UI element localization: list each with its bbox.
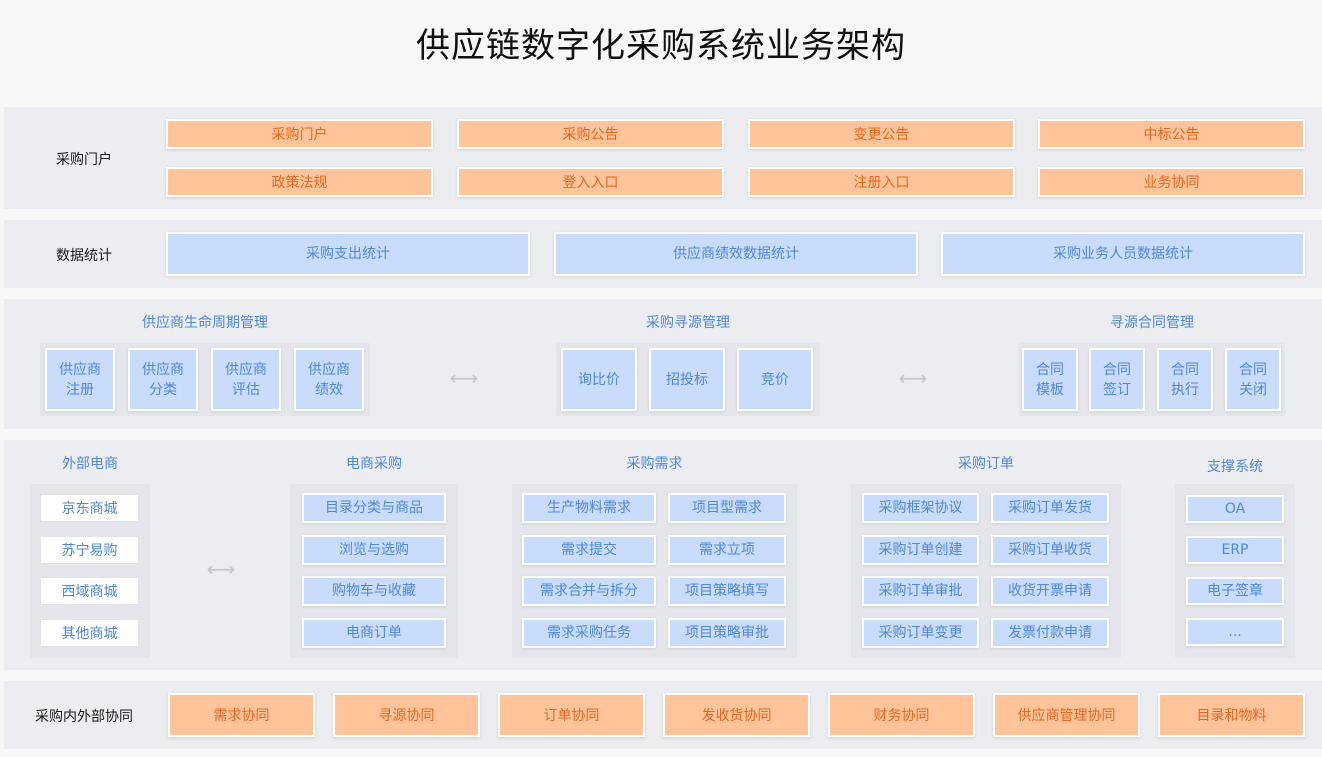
- contract-title: 寻源合同管理: [1110, 315, 1194, 331]
- order-item[interactable]: 采购订单收货: [991, 535, 1109, 565]
- supplier-item[interactable]: 供应商 绩效: [294, 348, 364, 411]
- portal-button[interactable]: 政策法规: [166, 167, 433, 197]
- demand-item[interactable]: 需求立项: [668, 535, 786, 565]
- ecommerce-item[interactable]: 目录分类与商品: [302, 493, 446, 523]
- order-item[interactable]: 采购订单变更: [862, 618, 979, 648]
- demand-title: 采购需求: [626, 456, 683, 472]
- order-item[interactable]: 采购框架协议: [862, 493, 979, 523]
- support-item[interactable]: 电子签章: [1186, 577, 1284, 605]
- ecommerce-item[interactable]: 购物车与收藏: [302, 576, 446, 606]
- demand-item[interactable]: 项目型需求: [668, 493, 786, 523]
- external-mall-item[interactable]: 苏宁易购: [40, 536, 139, 564]
- double-arrow-icon: ⟷: [898, 366, 928, 390]
- external-mall-item[interactable]: 西域商城: [40, 577, 139, 605]
- support-item[interactable]: OA: [1186, 495, 1284, 523]
- collab-item[interactable]: 供应商管理协同: [993, 693, 1140, 737]
- sourcing-item[interactable]: 招投标: [649, 348, 725, 411]
- portal-label: 采购门户: [56, 152, 112, 168]
- demand-item[interactable]: 项目策略审批: [668, 618, 786, 648]
- external-ecommerce-title: 外部电商: [62, 456, 118, 472]
- demand-item[interactable]: 生产物料需求: [522, 493, 656, 523]
- supplier-item[interactable]: 供应商 注册: [45, 348, 115, 411]
- supplier-item[interactable]: 供应商 评估: [211, 348, 281, 411]
- collab-item[interactable]: 目录和物料: [1158, 693, 1305, 737]
- order-item[interactable]: 采购订单创建: [862, 535, 979, 565]
- order-item[interactable]: 收货开票申请: [991, 576, 1109, 606]
- page-title: 供应链数字化采购系统业务架构: [416, 26, 906, 66]
- stats-label: 数据统计: [56, 248, 112, 264]
- order-item[interactable]: 发票付款申请: [991, 618, 1109, 648]
- support-item[interactable]: ERP: [1186, 536, 1284, 564]
- order-title: 采购订单: [958, 456, 1014, 472]
- ecommerce-purchase-title: 电商采购: [346, 456, 402, 472]
- portal-button[interactable]: 中标公告: [1038, 119, 1305, 149]
- sourcing-item[interactable]: 竞价: [737, 348, 813, 411]
- demand-item[interactable]: 需求采购任务: [522, 618, 656, 648]
- demand-item[interactable]: 需求合并与拆分: [522, 576, 656, 606]
- supplier-item[interactable]: 供应商 分类: [128, 348, 198, 411]
- supplier-lifecycle-title: 供应商生命周期管理: [142, 315, 268, 331]
- sourcing-item[interactable]: 询比价: [561, 348, 637, 411]
- portal-button[interactable]: 业务协同: [1038, 167, 1305, 197]
- collab-item[interactable]: 订单协同: [498, 693, 645, 737]
- portal-button[interactable]: 登入入口: [457, 167, 724, 197]
- contract-item[interactable]: 合同 模板: [1022, 348, 1078, 411]
- collab-item[interactable]: 发收货协同: [663, 693, 810, 737]
- ecommerce-item[interactable]: 浏览与选购: [302, 535, 446, 565]
- collab-item[interactable]: 需求协同: [168, 693, 315, 737]
- demand-item[interactable]: 需求提交: [522, 535, 656, 565]
- stats-item[interactable]: 采购支出统计: [166, 232, 530, 276]
- portal-button[interactable]: 采购门户: [166, 119, 433, 149]
- stats-item[interactable]: 采购业务人员数据统计: [941, 232, 1305, 276]
- demand-item[interactable]: 项目策略填写: [668, 576, 786, 606]
- portal-button[interactable]: 注册入口: [748, 167, 1015, 197]
- support-item[interactable]: ...: [1186, 618, 1284, 646]
- sourcing-title: 采购寻源管理: [646, 315, 730, 331]
- contract-item[interactable]: 合同 执行: [1157, 348, 1213, 411]
- ecommerce-item[interactable]: 电商订单: [302, 618, 446, 648]
- contract-item[interactable]: 合同 签订: [1089, 348, 1145, 411]
- double-arrow-icon: ⟷: [206, 557, 236, 581]
- external-mall-item[interactable]: 其他商城: [40, 619, 139, 647]
- external-mall-item[interactable]: 京东商城: [40, 494, 139, 522]
- support-system-title: 支撑系统: [1207, 459, 1263, 475]
- portal-button[interactable]: 变更公告: [748, 119, 1015, 149]
- order-item[interactable]: 采购订单审批: [862, 576, 979, 606]
- contract-item[interactable]: 合同 关闭: [1225, 348, 1281, 411]
- collab-item[interactable]: 财务协同: [828, 693, 975, 737]
- order-item[interactable]: 采购订单发货: [991, 493, 1109, 523]
- portal-button[interactable]: 采购公告: [457, 119, 724, 149]
- stats-item[interactable]: 供应商绩效数据统计: [554, 232, 918, 276]
- double-arrow-icon: ⟷: [449, 366, 479, 390]
- collab-item[interactable]: 寻源协同: [333, 693, 480, 737]
- collab-label: 采购内外部协同: [35, 709, 133, 725]
